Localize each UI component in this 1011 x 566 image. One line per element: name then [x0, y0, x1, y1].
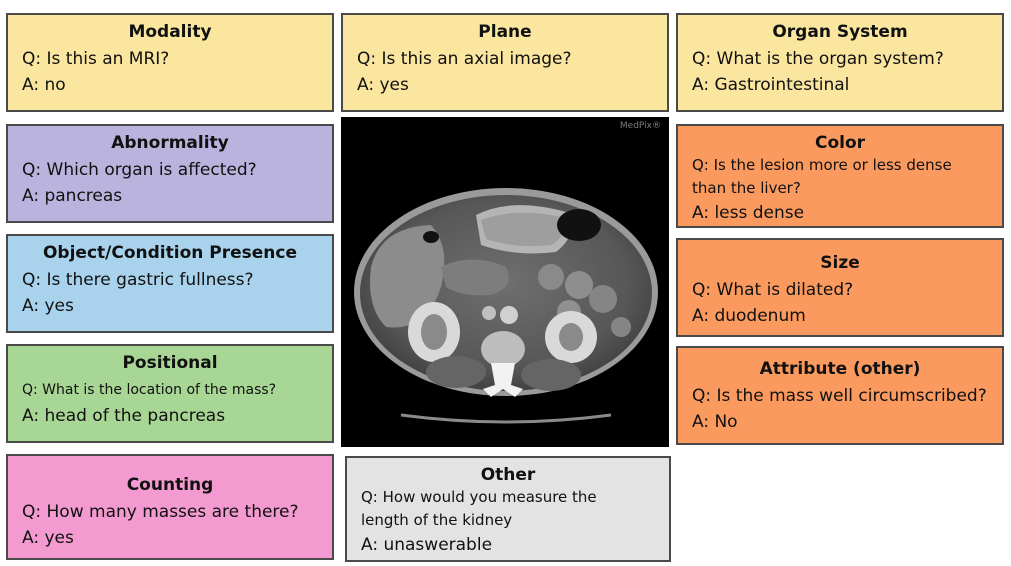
- card-color: Color Q: Is the lesion more or less dens…: [676, 124, 1004, 228]
- card-question: Q: Is this an axial image?: [357, 49, 572, 69]
- card-answer: A: less dense: [692, 203, 805, 223]
- card-answer: A: duodenum: [692, 306, 806, 326]
- card-answer: A: head of the pancreas: [22, 406, 226, 426]
- card-question: Q: Is this an MRI?: [22, 49, 170, 69]
- card-question: Q: How would you measure the: [361, 488, 597, 506]
- card-plane: Plane Q: Is this an axial image? A: yes: [341, 13, 669, 112]
- card-counting: Counting Q: How many masses are there? A…: [6, 454, 334, 560]
- card-question: Q: What is the location of the mass?: [22, 382, 277, 398]
- card-answer: A: Gastrointestinal: [692, 75, 850, 95]
- card-title: Counting: [126, 475, 214, 495]
- card-question-continued: than the liver?: [692, 179, 801, 197]
- card-presence: Object/Condition Presence Q: Is there ga…: [6, 234, 334, 333]
- card-question: Q: Is the mass well circumscribed?: [692, 386, 987, 406]
- card-title: Abnormality: [111, 133, 229, 153]
- card-title: Modality: [128, 22, 212, 42]
- card-question-continued: length of the kidney: [361, 511, 513, 529]
- card-question: Q: What is the organ system?: [692, 49, 944, 69]
- card-abnormality: Abnormality Q: Which organ is affected? …: [6, 124, 334, 223]
- card-answer: A: No: [692, 412, 738, 432]
- card-title: Positional: [122, 353, 218, 373]
- card-positional: Positional Q: What is the location of th…: [6, 344, 334, 443]
- card-answer: A: yes: [22, 528, 74, 548]
- ct-scan-image: MedPix®: [341, 117, 669, 447]
- image-watermark: MedPix®: [619, 121, 661, 131]
- card-title: Organ System: [772, 22, 908, 42]
- card-answer: A: yes: [357, 75, 409, 95]
- card-answer: A: pancreas: [22, 186, 123, 206]
- card-answer: A: unaswerable: [361, 535, 493, 555]
- card-answer: A: no: [22, 75, 66, 95]
- card-title: Attribute (other): [759, 359, 921, 379]
- card-size: Size Q: What is dilated? A: duodenum: [676, 238, 1004, 337]
- card-answer: A: yes: [22, 296, 74, 316]
- ct-scan-graphic: [354, 188, 658, 424]
- card-question: Q: Which organ is affected?: [22, 160, 257, 180]
- card-title: Color: [814, 133, 866, 153]
- card-question: Q: How many masses are there?: [22, 502, 299, 522]
- card-question: Q: Is there gastric fullness?: [22, 270, 254, 290]
- card-title: Size: [820, 253, 860, 273]
- card-other: Other Q: How would you measure the lengt…: [345, 456, 671, 562]
- card-organ-system: Organ System Q: What is the organ system…: [676, 13, 1004, 112]
- card-question: Q: Is the lesion more or less dense: [692, 156, 952, 174]
- card-title: Object/Condition Presence: [42, 243, 298, 263]
- card-title: Other: [480, 465, 536, 485]
- card-attribute: Attribute (other) Q: Is the mass well ci…: [676, 346, 1004, 445]
- card-question: Q: What is dilated?: [692, 280, 854, 300]
- card-modality: Modality Q: Is this an MRI? A: no: [6, 13, 334, 112]
- card-title: Plane: [478, 22, 532, 42]
